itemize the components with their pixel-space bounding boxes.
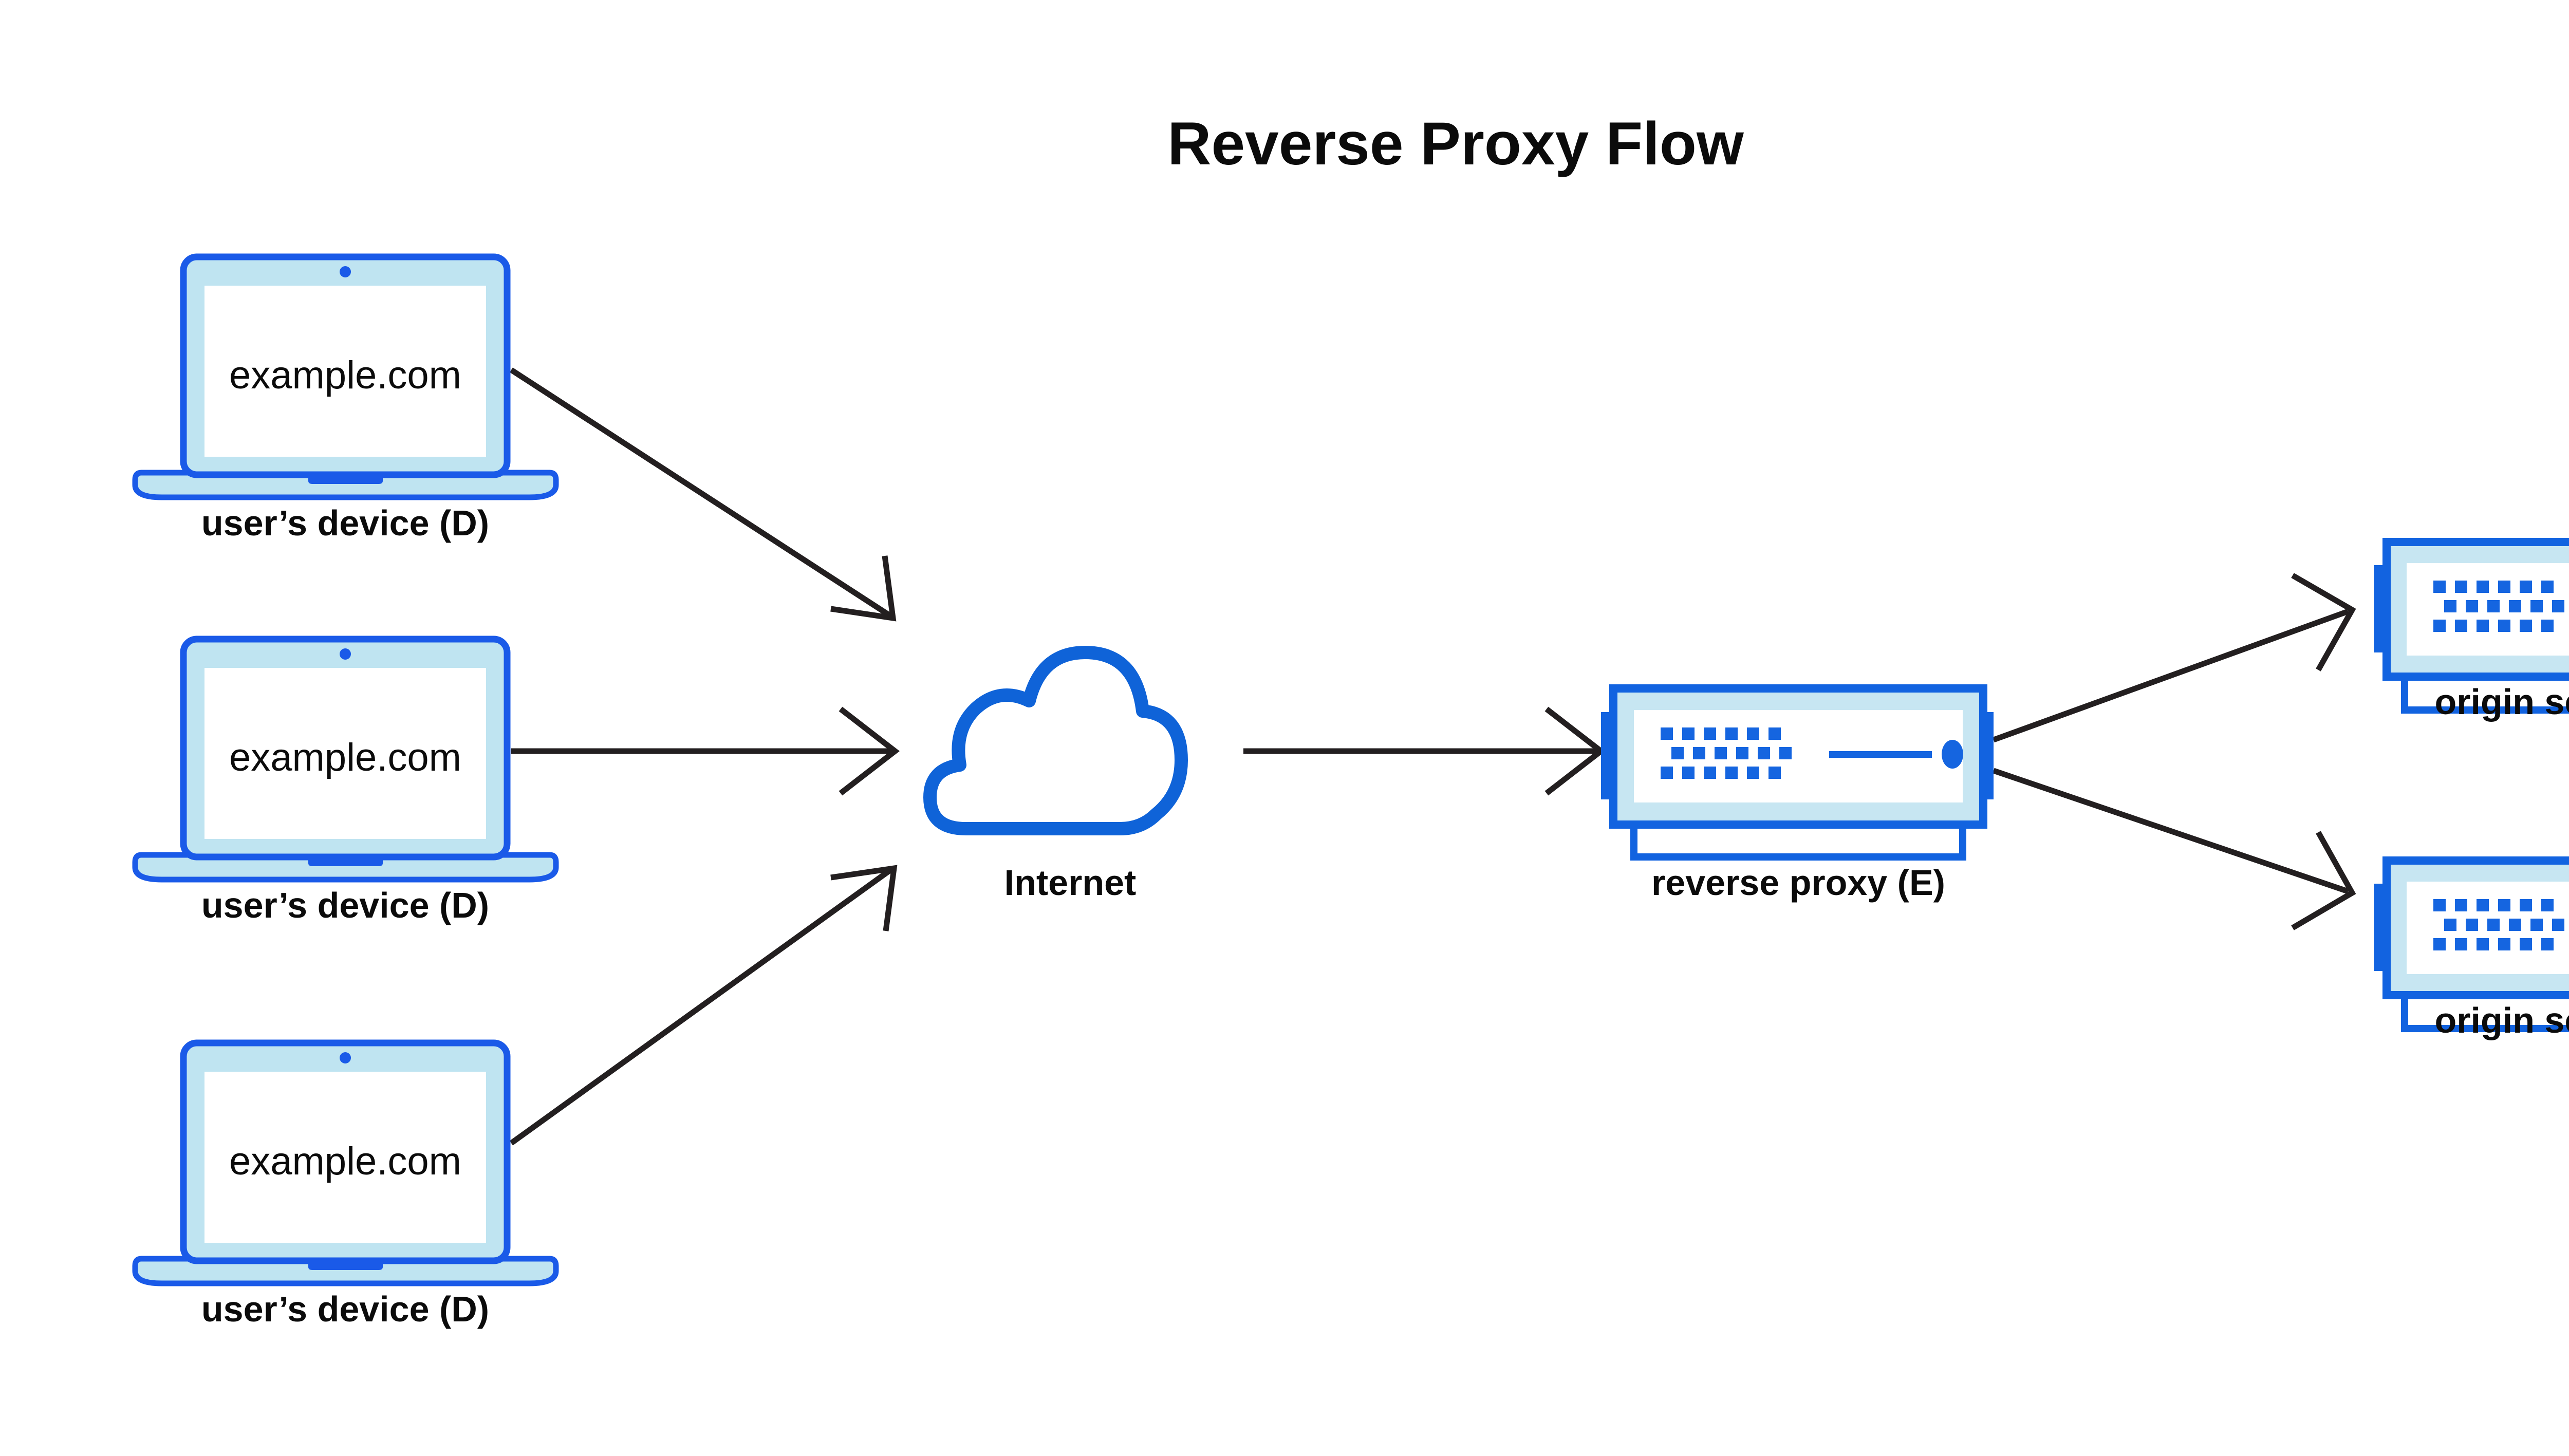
node-label-client-1: user’s device (D) (201, 503, 489, 543)
node-label-origin-2: origin server (F) (2435, 1000, 2569, 1040)
node-label-internet: Internet (1004, 863, 1137, 903)
screen-url-text: example.com (229, 1140, 461, 1183)
laptop-icon (132, 253, 559, 500)
camera-dot-icon (340, 648, 351, 660)
page-title: Reverse Proxy Flow (1167, 110, 1744, 178)
server-status-line (1829, 751, 1932, 758)
server-icon (2374, 856, 2569, 1032)
edge-client1-internet (510, 367, 897, 622)
camera-dot-icon (340, 1052, 351, 1063)
laptop-icon (132, 636, 559, 883)
node-client-1[interactable]: example.com user’s device (D) (132, 253, 559, 543)
node-reverse-proxy[interactable]: reverse proxy (E) (1601, 684, 1994, 903)
server-dot-matrix (2433, 581, 2564, 632)
edge-proxy-origin1 (1993, 573, 2356, 743)
node-label-reverse-proxy: reverse proxy (E) (1651, 863, 1945, 903)
camera-dot-icon (340, 266, 351, 277)
edge-internet-proxy (1243, 706, 1606, 796)
node-label-client-3: user’s device (D) (201, 1289, 489, 1329)
server-led-icon (1942, 740, 1963, 769)
edge-client3-internet (509, 865, 898, 1146)
node-origin-1[interactable]: origin server (F) (2374, 538, 2569, 722)
edge-client2-internet (511, 706, 900, 796)
node-client-2[interactable]: example.com user’s device (D) (132, 636, 559, 925)
server-dot-matrix (2433, 899, 2564, 950)
node-label-client-2: user’s device (D) (201, 885, 489, 925)
screen-url-text: example.com (229, 353, 461, 397)
server-dot-matrix (1661, 727, 1792, 779)
edge-proxy-origin2 (1993, 768, 2356, 930)
cloud-icon (923, 646, 1188, 835)
laptop-icon (132, 1039, 559, 1286)
node-label-origin-1: origin server (F) (2435, 682, 2569, 722)
server-icon (2374, 538, 2569, 714)
node-internet[interactable]: Internet (923, 646, 1188, 903)
node-origin-2[interactable]: origin server (F) (2374, 856, 2569, 1040)
node-client-3[interactable]: example.com user’s device (D) (132, 1039, 559, 1329)
screen-url-text: example.com (229, 736, 461, 779)
server-icon (1601, 684, 1994, 861)
connector-group (509, 367, 2356, 1146)
